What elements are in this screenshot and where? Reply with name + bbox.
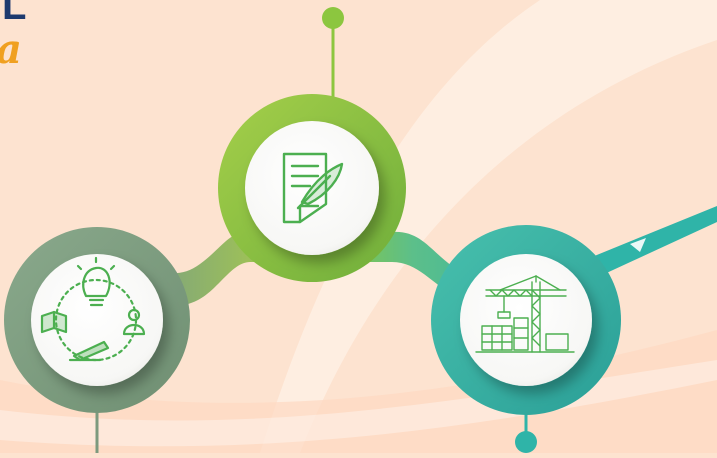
connector-dot-bottom-right	[515, 431, 537, 453]
logo-letter: L	[2, 0, 27, 28]
background-swoosh-lower	[0, 330, 717, 453]
connector-dot-top	[322, 7, 344, 29]
step-1-disc	[31, 254, 163, 386]
step-1	[4, 227, 190, 413]
arrow-streak-accent	[630, 238, 646, 252]
step-3	[431, 225, 621, 415]
document-feather-pen-icon	[282, 152, 344, 224]
step-2	[218, 94, 406, 282]
learning-idea-cycle-icon	[40, 256, 146, 362]
background-swoosh-light	[0, 360, 717, 447]
logo-script: a	[0, 26, 22, 73]
step-3-disc	[460, 254, 592, 386]
construction-crane-icon	[475, 275, 575, 353]
